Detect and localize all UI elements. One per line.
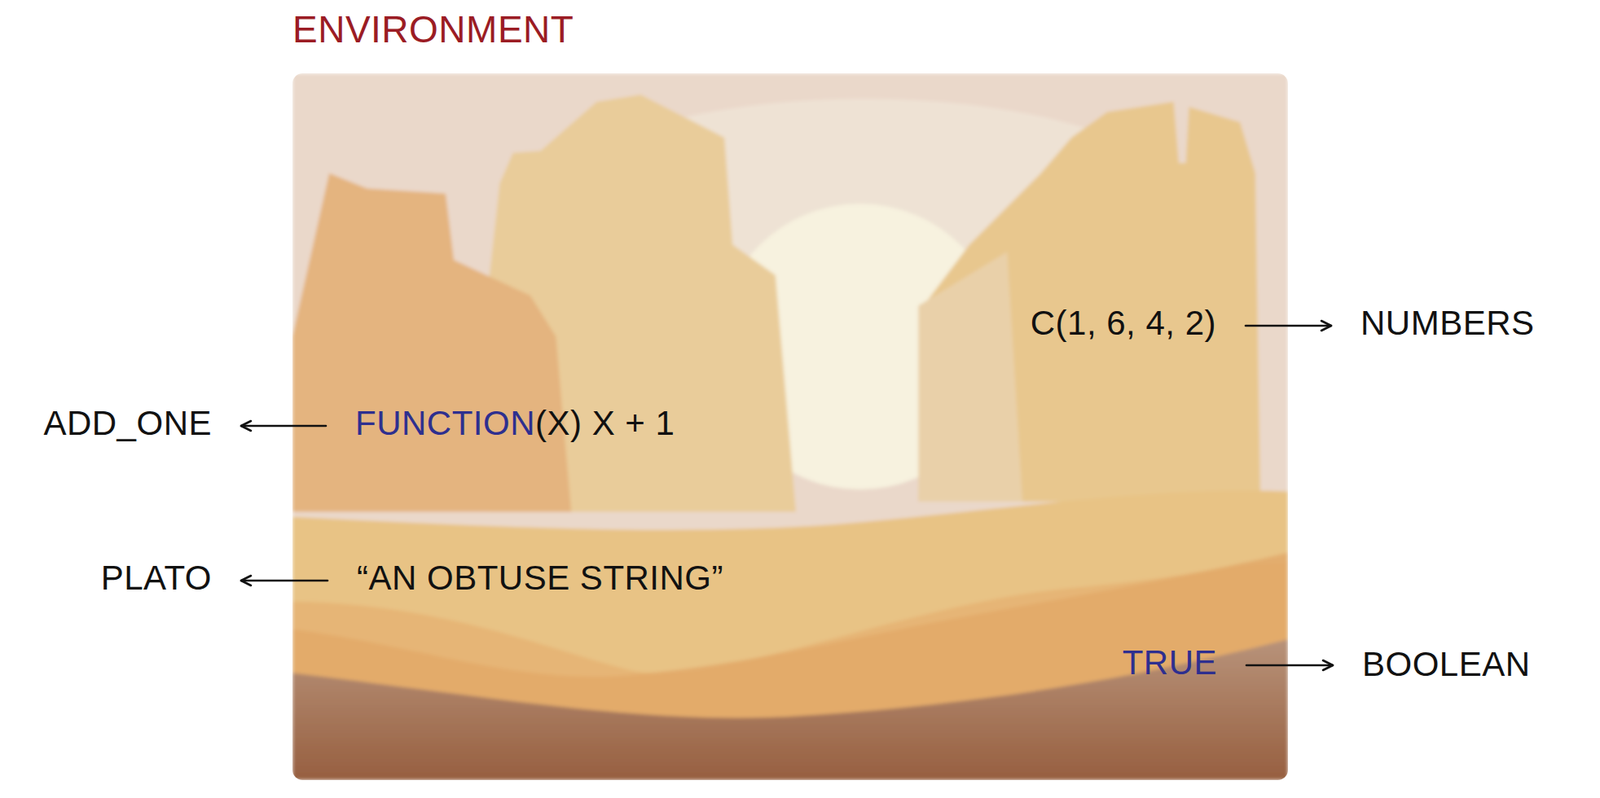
environment-title: ENVIRONMENT <box>292 8 574 52</box>
code-text: FUNCTION <box>355 404 536 444</box>
assignment-arrow <box>241 580 328 583</box>
value-label: C(1, 6, 4, 2) <box>1030 303 1217 343</box>
assignment-arrow <box>1246 664 1333 668</box>
dune-front <box>292 553 1288 781</box>
code-text: (X) X + 1 <box>535 404 675 444</box>
code-text: PLATO <box>101 558 212 598</box>
value-label: FUNCTION(X) X + 1 <box>355 404 675 444</box>
code-text: BOOLEAN <box>1362 645 1531 685</box>
sky <box>292 73 1288 781</box>
code-text: NUMBERS <box>1360 303 1535 343</box>
right-rock-shade <box>918 251 1023 502</box>
value-label: TRUE <box>1122 643 1218 683</box>
value-label: “AN OBTUSE STRING” <box>356 558 724 598</box>
dune-bottom <box>292 639 1288 781</box>
left-rock <box>292 173 572 513</box>
name-label: BOOLEAN <box>1362 645 1531 685</box>
right-rock <box>918 101 1261 502</box>
name-label: NUMBERS <box>1360 303 1535 343</box>
code-text: C(1, 6, 4, 2) <box>1030 303 1217 343</box>
code-text: “AN OBTUSE STRING” <box>356 558 724 598</box>
code-text: TRUE <box>1122 643 1218 683</box>
assignment-arrow <box>1245 325 1332 328</box>
name-label: ADD_ONE <box>43 404 212 444</box>
name-label: PLATO <box>101 558 212 598</box>
code-text: ADD_ONE <box>43 404 212 444</box>
environment-frame: ENVIRONMENTC(1, 6, 4, 2)FUNCTION(X) X + … <box>292 73 1288 781</box>
assignment-arrow <box>241 425 326 428</box>
dune-back <box>292 491 1288 781</box>
